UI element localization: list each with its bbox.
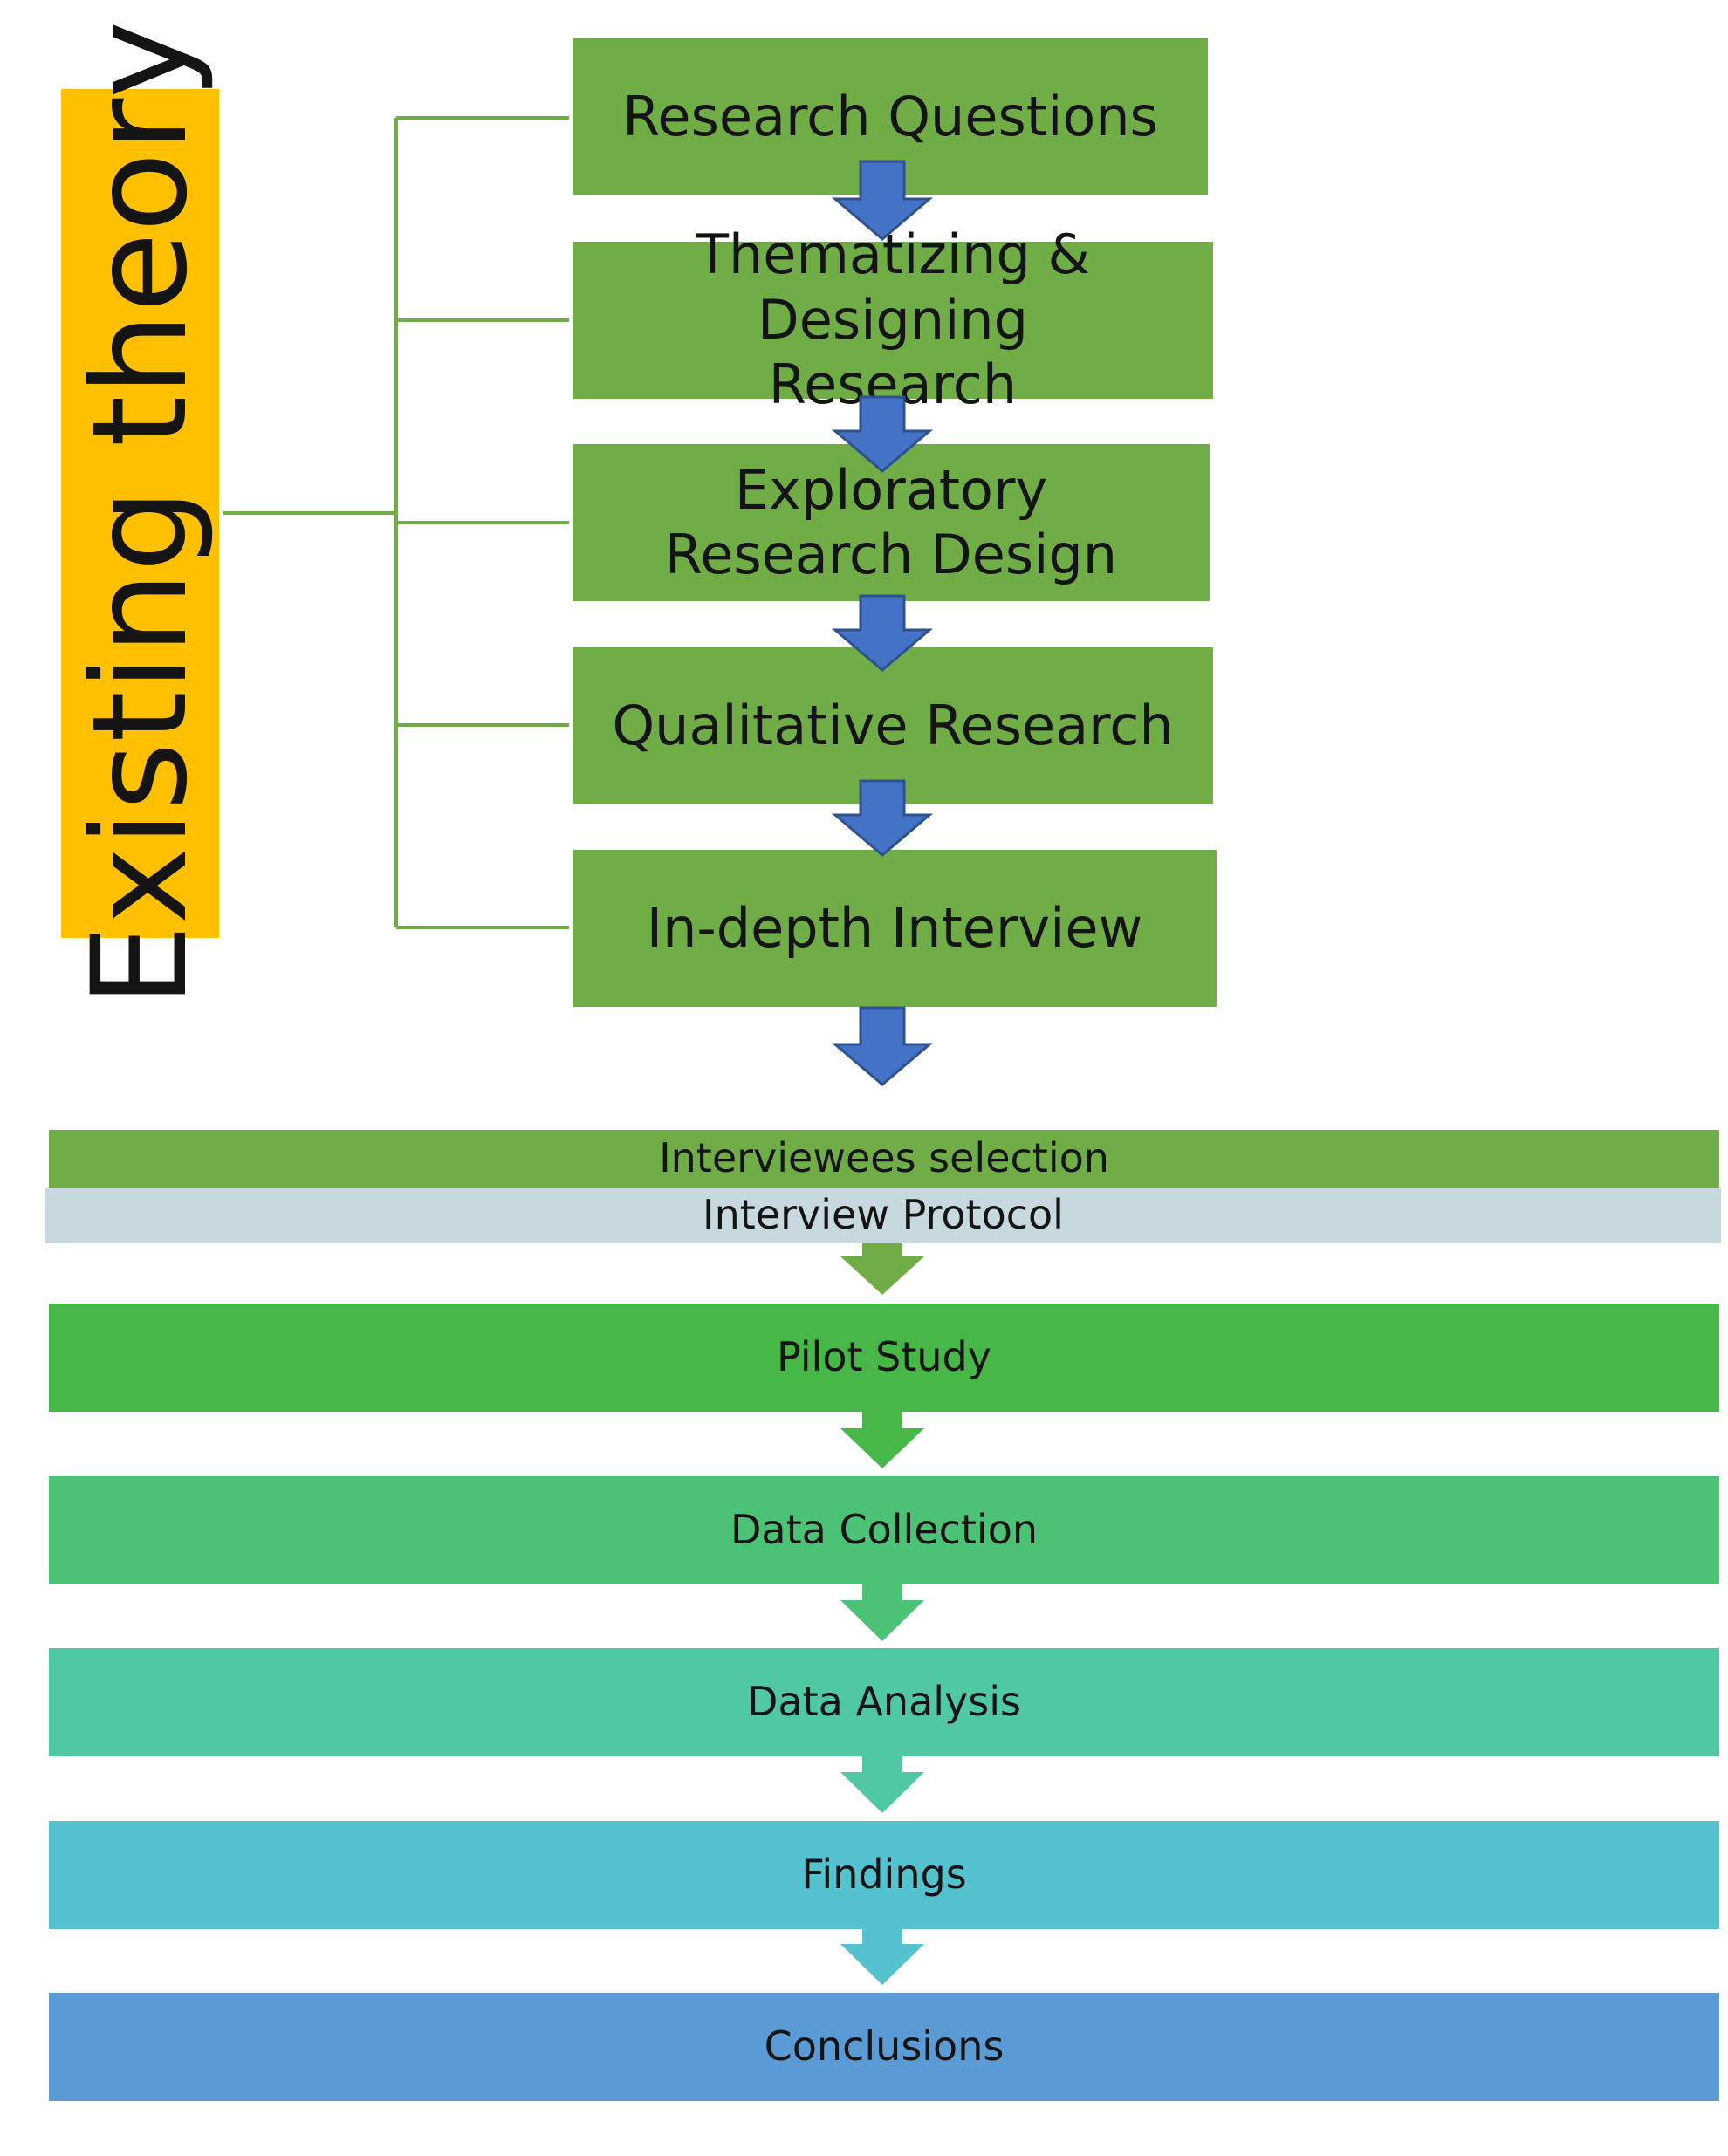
step-qualitative-research: Qualitative Research <box>573 647 1213 804</box>
step-findings: Findings <box>49 1821 1719 1929</box>
step-label: Findings <box>801 1851 967 1899</box>
step-pilot-study: Pilot Study <box>49 1304 1719 1412</box>
step-label: Thematizing & Designing Research <box>696 222 1090 417</box>
step-label: Exploratory Research Design <box>664 457 1118 586</box>
step-in-depth-interview: In-depth Interview <box>573 850 1217 1007</box>
interview-protocol-label: Interview Protocol <box>703 1191 1064 1239</box>
step-exploratory-design: Exploratory Research Design <box>573 444 1210 601</box>
down-arrow-icon <box>831 779 934 857</box>
down-arrow-icon <box>831 395 934 473</box>
step-label: Data Analysis <box>747 1678 1021 1726</box>
step-data-collection: Data Collection <box>49 1476 1719 1584</box>
step-label: Conclusions <box>764 2023 1005 2070</box>
step-data-analysis: Data Analysis <box>49 1648 1719 1756</box>
down-arrow-icon <box>840 1243 924 1295</box>
down-arrow-icon <box>831 160 934 241</box>
down-arrow-icon <box>831 1006 934 1086</box>
step-conclusions: Conclusions <box>49 1993 1719 2101</box>
down-arrow-icon <box>840 1407 924 1468</box>
down-arrow-icon <box>840 1579 924 1641</box>
interviewees-selection-bar: Interviewees selection <box>49 1130 1719 1188</box>
step-label: Research Questions <box>622 84 1158 148</box>
existing-theory-bar: Existing theory <box>61 20 219 1007</box>
interviewees-selection-label: Interviewees selection <box>659 1134 1109 1182</box>
step-label: Data Collection <box>730 1506 1038 1554</box>
step-label: In-depth Interview <box>646 895 1143 960</box>
down-arrow-icon <box>840 1924 924 1985</box>
interview-protocol-bar: Interview Protocol <box>45 1188 1721 1243</box>
down-arrow-icon <box>831 594 934 672</box>
step-thematizing-designing: Thematizing & Designing Research <box>573 222 1213 416</box>
step-label: Qualitative Research <box>612 693 1174 757</box>
down-arrow-icon <box>840 1751 924 1813</box>
step-label: Pilot Study <box>777 1333 991 1381</box>
